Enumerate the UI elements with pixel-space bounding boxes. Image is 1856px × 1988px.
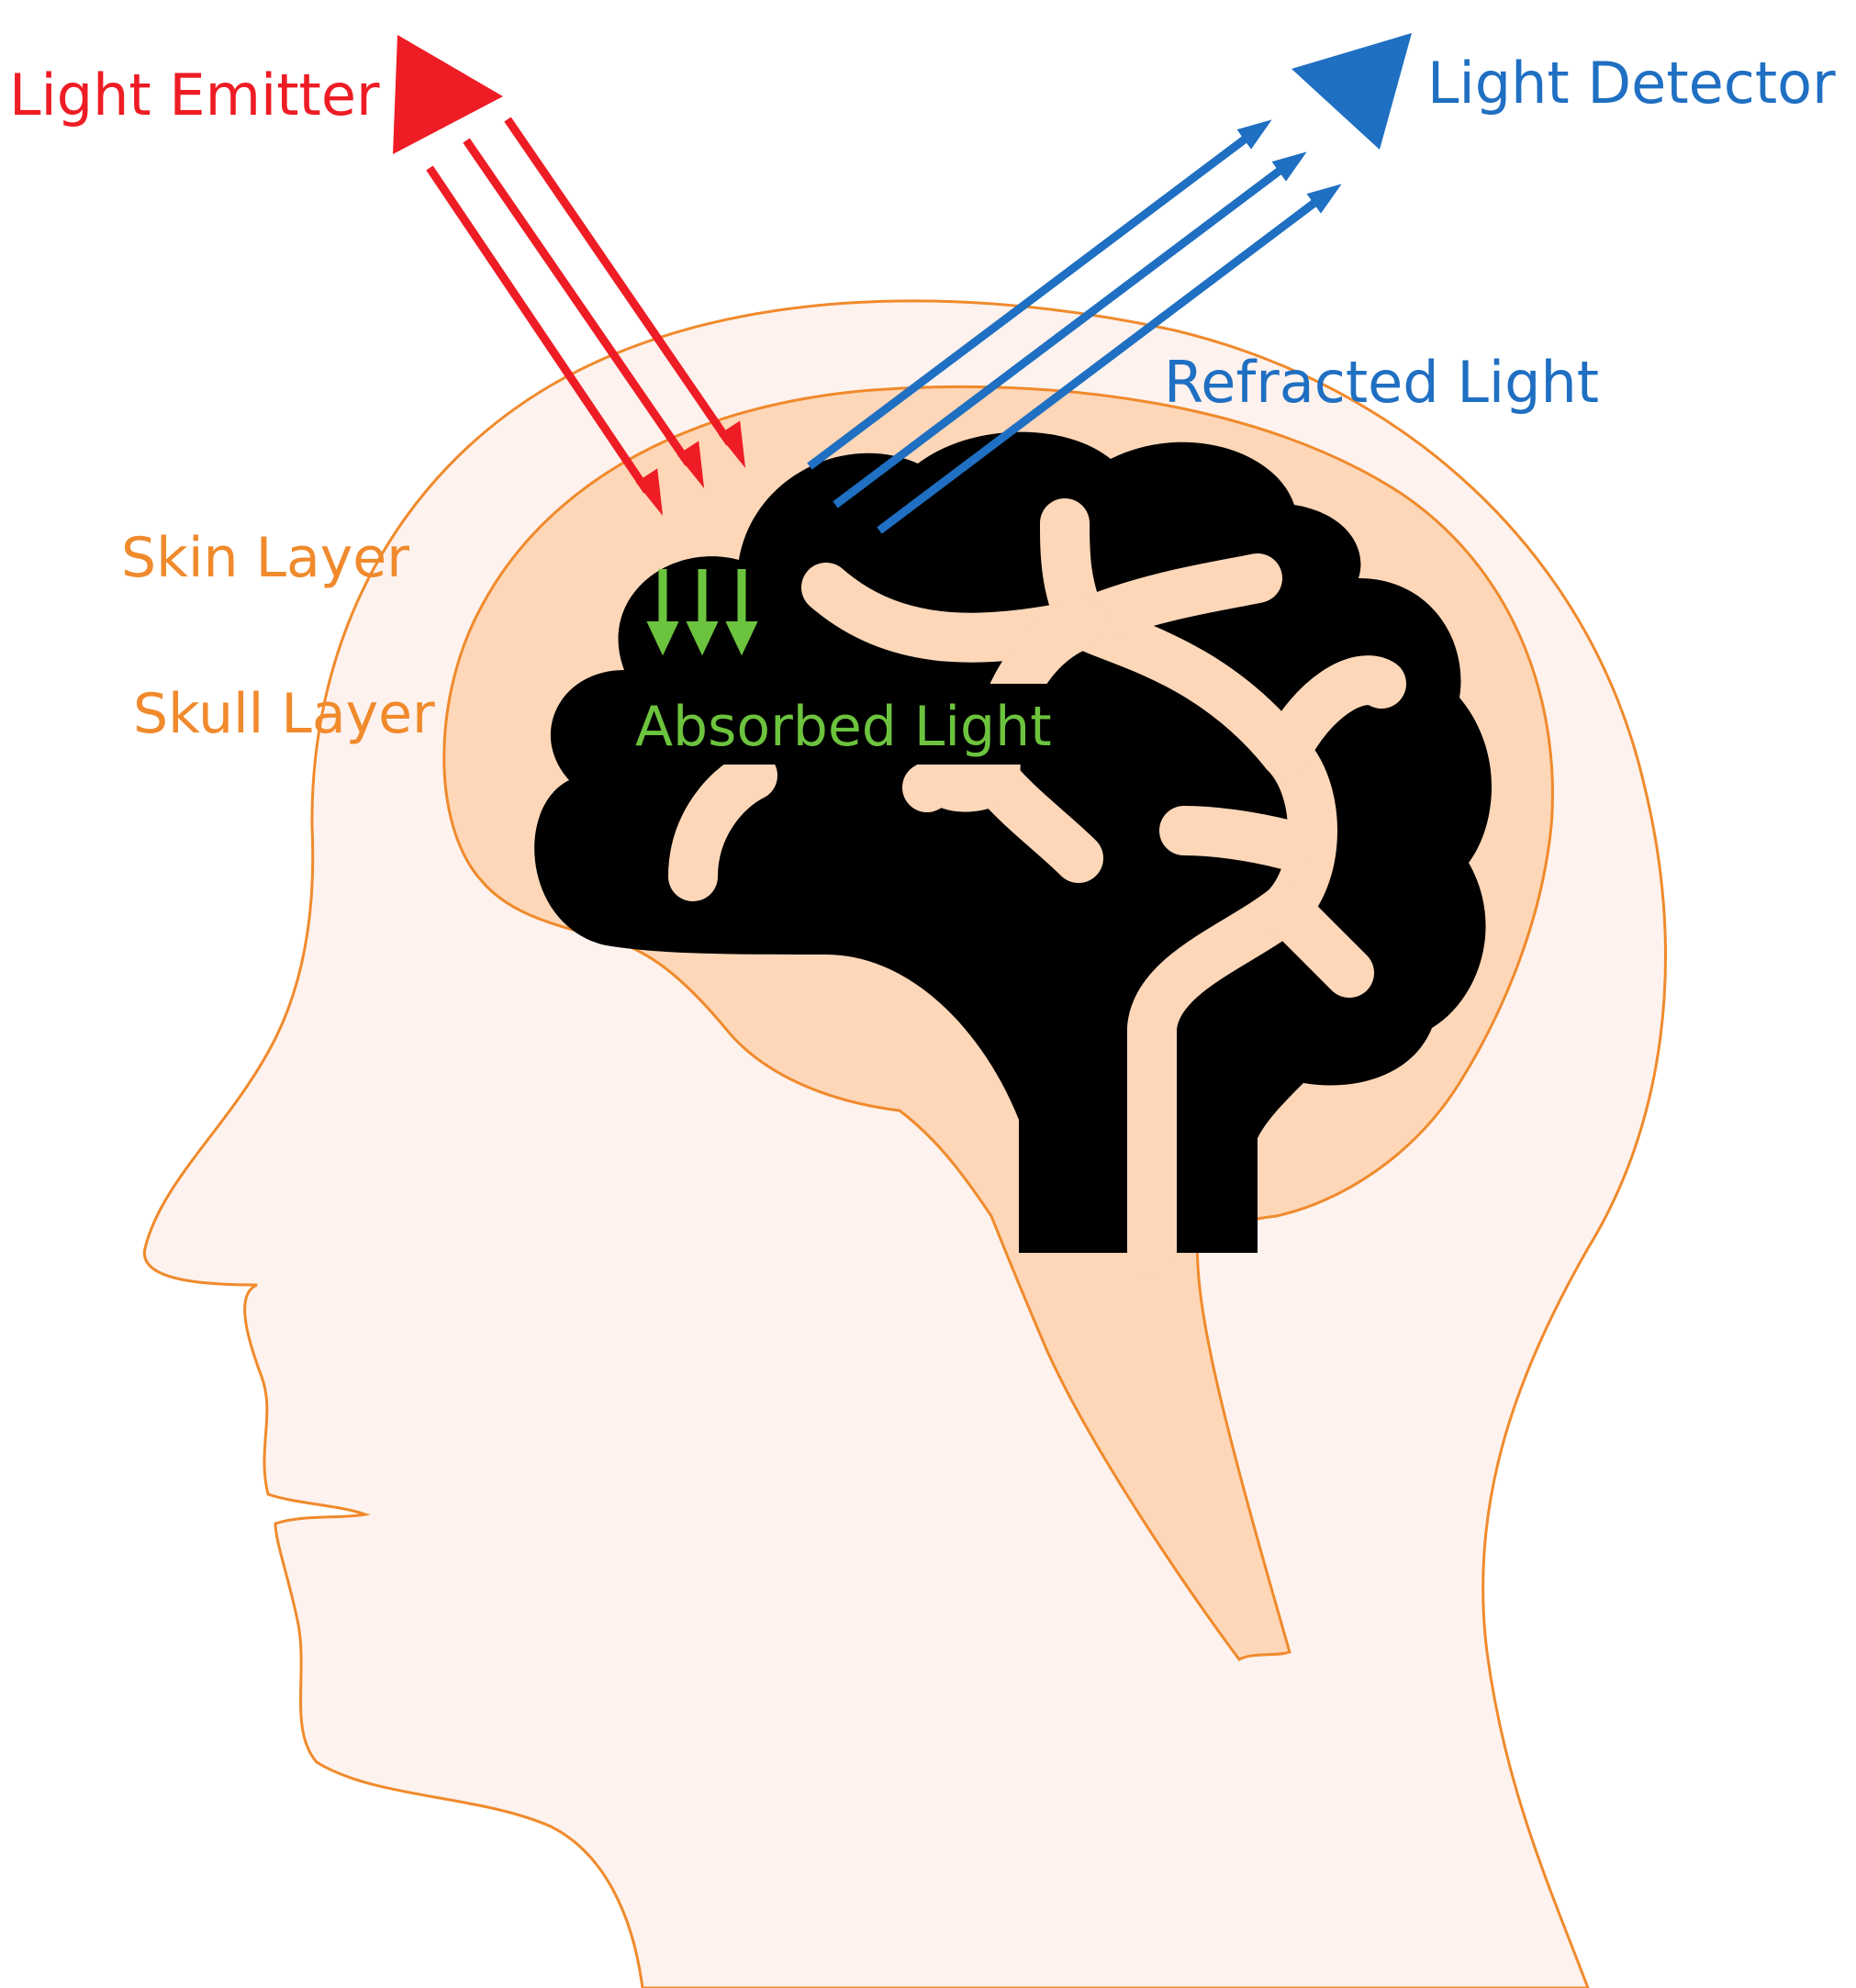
refracted-ray-3 <box>877 194 1325 534</box>
refracted-ray-1-head <box>1236 119 1272 150</box>
absorbed-ray-2-head <box>686 621 719 656</box>
brain <box>534 431 1492 1253</box>
absorbed-ray-1-head <box>646 621 679 656</box>
incident-light-arrows <box>426 117 746 516</box>
emitter-triangle-icon <box>393 35 503 154</box>
skin-layer-label: Skin Layer <box>121 526 409 590</box>
absorbed-light-arrows <box>646 569 758 656</box>
absorbed-label-backdrop <box>632 684 1070 765</box>
absorbed-light-label: Absorbed Light <box>635 695 1052 759</box>
skull-layer-label: Skull Layer <box>133 682 435 746</box>
refracted-ray-3-head <box>1306 184 1342 214</box>
detector-triangle-icon <box>1291 33 1412 150</box>
incident-ray-3 <box>504 117 733 446</box>
refracted-ray-1 <box>807 129 1256 470</box>
refracted-ray-2-head <box>1271 151 1307 182</box>
incident-ray-1-head <box>635 468 664 516</box>
incident-ray-1 <box>426 165 651 494</box>
incident-ray-3-head <box>718 420 746 468</box>
incident-ray-2 <box>463 138 692 466</box>
refracted-ray-2 <box>833 162 1290 508</box>
light-emitter-label: Light Emitter <box>9 61 380 128</box>
refracted-light-label: Refracted Light <box>1164 349 1599 416</box>
incident-ray-2-head <box>676 441 705 488</box>
light-detector-label: Light Detector <box>1427 50 1836 117</box>
absorbed-ray-3-head <box>725 621 758 656</box>
refracted-light-arrows <box>807 119 1342 534</box>
brain-vessels <box>668 498 1406 1278</box>
